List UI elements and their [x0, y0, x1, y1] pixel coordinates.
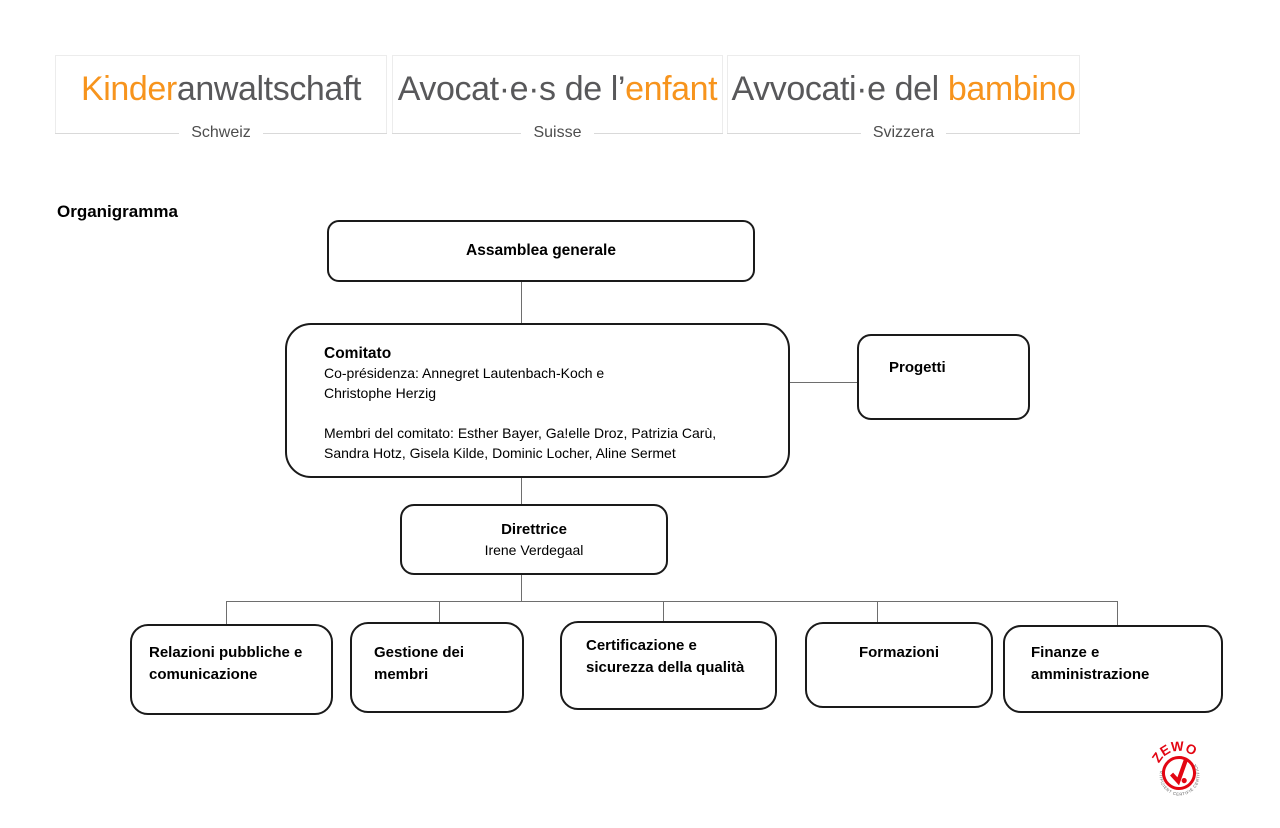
sublabel-rule-left: [55, 132, 180, 134]
node-title: Comitato: [324, 345, 392, 362]
connector-line: [877, 601, 878, 622]
logo-sublabel: Svizzera: [872, 124, 935, 141]
text-line: Sandra Hotz, Gisela Kilde, Dominic Loche…: [324, 445, 676, 461]
connector-line: [226, 601, 227, 624]
connector-bus-line: [226, 601, 1117, 602]
orgchart-node-direttrice: Direttrice Irene Verdegaal: [400, 504, 668, 575]
logo-sublabel-row: Suisse: [392, 124, 723, 142]
logo-sublabel: Schweiz: [191, 124, 251, 141]
orgchart-node-assemblea-generale: Assamblea generale: [327, 220, 755, 282]
comitato-copresidency: Co-présidenza: Annegret Lautenbach-Koch …: [324, 363, 758, 403]
zewo-check-dot: [1181, 777, 1187, 784]
orgchart-node-finanze-amministrazione: Finanze e amministrazione: [1003, 625, 1223, 713]
logo-word-part: anwaltschaft: [176, 70, 362, 108]
logo-sublabel-row: Schweiz: [55, 124, 388, 142]
node-title: Relazioni pubbliche e comunicazione: [149, 644, 303, 683]
connector-line: [521, 282, 522, 323]
logo-word-part: Kinder: [80, 70, 177, 108]
orgchart-node-certificazione-qualita: Certificazione e sicurezza della qualità: [560, 621, 777, 710]
orgchart-node-relazioni-pubbliche: Relazioni pubbliche e comunicazione: [130, 624, 333, 715]
connector-line: [521, 478, 522, 504]
node-title: Formazioni: [858, 644, 939, 661]
logo-word-part: bambino: [947, 70, 1076, 108]
logo-avvocati-bambino: Avvocati·e del bambino Svizzera: [727, 55, 1081, 141]
connector-line: [663, 601, 664, 621]
connector-line: [790, 382, 857, 383]
logo-sublabel-row: Svizzera: [727, 124, 1081, 142]
comitato-members: Membri del comitato: Esther Bayer, Ga!el…: [324, 423, 758, 463]
text-line: Christophe Herzig: [324, 385, 437, 401]
logo-word-part: Avocat·e·s de l’: [397, 70, 626, 108]
orgchart-node-formazioni: Formazioni: [805, 622, 993, 708]
logo-word-part: Avvocati·e del: [731, 70, 948, 108]
sublabel-rule-left: [727, 132, 861, 134]
node-title: Assamblea generale: [466, 242, 616, 259]
orgchart-node-gestione-membri: Gestione dei membri: [350, 622, 524, 713]
connector-line: [521, 575, 522, 601]
orgchart-node-progetti: Progetti: [857, 334, 1030, 420]
logo-word-part: enfant: [625, 70, 718, 108]
node-title: Direttrice: [501, 520, 567, 538]
node-title: Finanze e amministrazione: [1031, 644, 1150, 683]
logo-avvocati-bambino-wordmark: Avvocati·e del bambino: [728, 56, 1079, 133]
page-title: Organigramma: [57, 202, 178, 221]
node-title: Gestione dei membri: [374, 644, 465, 683]
orgchart-node-comitato: Comitato Co-présidenza: Annegret Lautenb…: [285, 323, 790, 478]
direttrice-name: Irene Verdegaal: [484, 541, 584, 558]
sublabel-rule-right: [262, 132, 388, 134]
node-title: Progetti: [889, 359, 946, 376]
sublabel-rule-left: [392, 132, 522, 134]
text-line: Co-présidenza: Annegret Lautenbach-Koch …: [324, 365, 605, 381]
zewo-seal-icon: ZERTIFIZIERT CERTIFIÉ CERTIFICATO ZEWO: [1148, 737, 1205, 799]
logo-sublabel: Suisse: [533, 124, 582, 141]
connector-line: [1117, 601, 1118, 625]
sublabel-rule-right: [946, 132, 1081, 134]
sublabel-rule-right: [593, 132, 723, 134]
text-line: Membri del comitato: Esther Bayer, Ga!el…: [324, 425, 717, 441]
connector-line: [439, 601, 440, 622]
logo-avocats-enfant: Avocat·e·s de l’enfant Suisse: [392, 55, 723, 141]
logo-avocats-enfant-wordmark: Avocat·e·s de l’enfant: [393, 56, 722, 133]
zewo-checkmark-icon: [1170, 759, 1188, 786]
node-title: Certificazione e sicurezza della qualità: [586, 637, 745, 676]
